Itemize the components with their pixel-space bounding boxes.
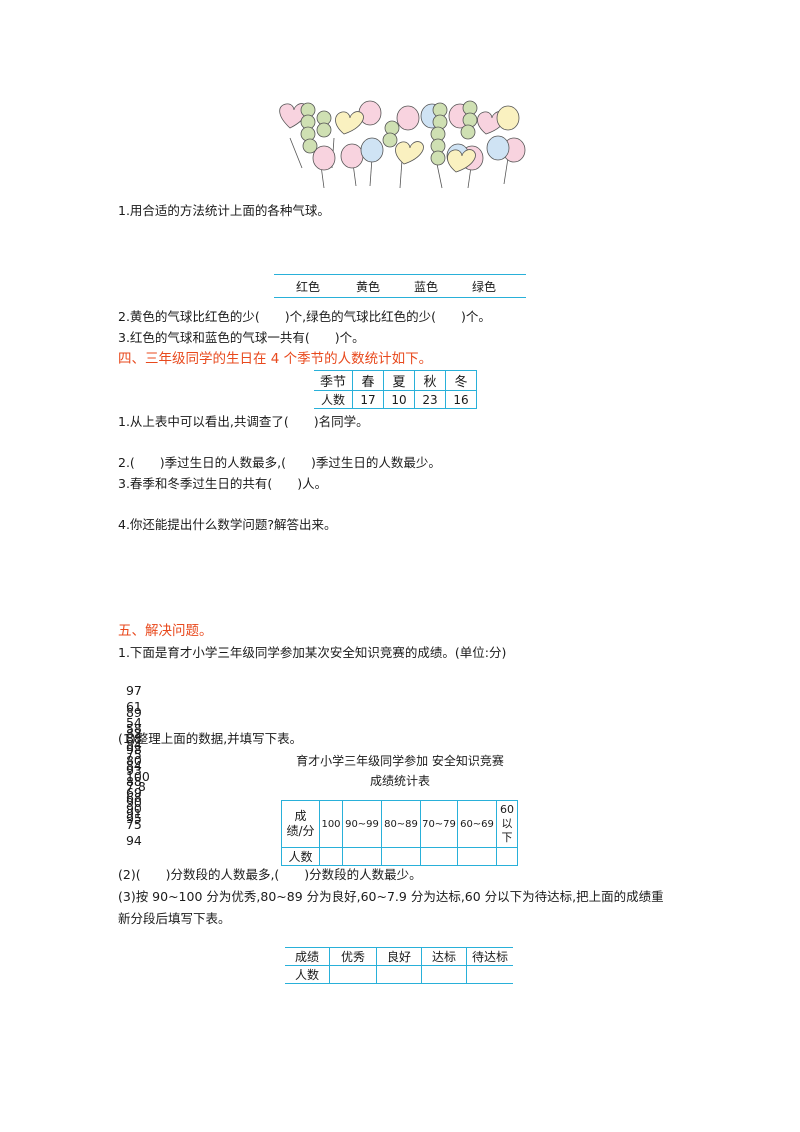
score-value: 93 xyxy=(125,763,142,778)
range-below-60-line-3: 下 xyxy=(501,831,513,844)
level-header-label: 成绩 xyxy=(285,947,330,966)
range-70-79: 70~79 xyxy=(420,800,458,848)
score-count-cell[interactable] xyxy=(342,847,382,866)
score-value: 90 xyxy=(125,795,142,810)
range-below-60-line-1: 60 xyxy=(500,803,514,816)
score-value: 68 xyxy=(125,790,142,805)
score-value: 94 xyxy=(125,833,142,848)
score-value: 89 xyxy=(125,705,142,720)
score-table-title: 育才小学三年级同学参加 安全知识竞赛 xyxy=(296,754,504,768)
season-winter: 冬 xyxy=(445,370,477,391)
season-summer: 夏 xyxy=(383,370,415,391)
score-count-cell[interactable] xyxy=(381,847,421,866)
score-value: 98 xyxy=(125,742,142,757)
score-header-label-line-1: 成 xyxy=(294,809,307,823)
level-count-cell[interactable] xyxy=(421,965,467,984)
score-value: 100 xyxy=(125,769,150,784)
color-label-red: 红色 xyxy=(296,280,321,294)
score-table-subtitle: 成绩统计表 xyxy=(369,774,430,788)
balloons-illustration xyxy=(279,100,526,189)
range-90-99: 90~99 xyxy=(342,800,382,848)
level-pass: 达标 xyxy=(421,947,467,966)
score-value: 75 xyxy=(125,747,142,762)
range-80-89: 80~89 xyxy=(381,800,421,848)
section-5-sub-3-line-1: (3)按 90~100 分为优秀,80~89 分为良好,60~7.9 分为达标,… xyxy=(118,889,664,904)
color-table-bottom-line xyxy=(274,297,526,298)
score-value: 54 xyxy=(125,715,142,730)
scores-row-2: 89 58 84 80 100 69 90 75 94 xyxy=(118,689,160,849)
score-value: 84 xyxy=(125,737,142,752)
section-4-question-2: 2.( )季过生日的人数最多,( )季过生日的人数最少。 xyxy=(118,455,441,470)
color-label-green: 绿色 xyxy=(472,280,497,294)
section-4-title: 四、三年级同学的生日在 4 个季节的人数统计如下。 xyxy=(118,351,433,367)
score-range-table: 成 绩/分 100 90~99 80~89 70~79 60~69 60 以 下… xyxy=(281,800,518,866)
score-value: 75 xyxy=(125,817,142,832)
count-autumn: 23 xyxy=(414,390,446,409)
score-value: 91 xyxy=(125,806,142,821)
score-count-cell[interactable] xyxy=(496,847,518,866)
score-value: 58 xyxy=(125,721,142,736)
score-count-cell[interactable] xyxy=(420,847,458,866)
score-header-label-line-2: 绩/分 xyxy=(286,824,315,838)
level-count-label: 人数 xyxy=(285,965,330,984)
level-good: 良好 xyxy=(376,947,422,966)
level-count-cell[interactable] xyxy=(329,965,377,984)
section-5-sub-3-line-2: 新分段后填写下表。 xyxy=(118,911,231,926)
section-5-sub-2: (2)( )分数段的人数最多,( )分数段的人数最少。 xyxy=(118,867,422,882)
season-header-label: 季节 xyxy=(314,370,353,391)
balloon-question-2: 2.黄色的气球比红色的少( )个,绿色的气球比红色的少( )个。 xyxy=(118,309,491,324)
level-needs-improvement: 待达标 xyxy=(466,947,513,966)
count-spring: 17 xyxy=(352,390,384,409)
range-60-69: 60~69 xyxy=(457,800,497,848)
section-4-question-4: 4.你还能提出什么数学问题?解答出来。 xyxy=(118,517,337,532)
balloon-question-3: 3.红色的气球和蓝色的气球一共有( )个。 xyxy=(118,330,365,345)
score-value: 88 xyxy=(125,731,142,746)
section-4-question-3: 3.春季和冬季过生日的共有( )人。 xyxy=(118,476,328,491)
balloon-question-1: 1.用合适的方法统计上面的各种气球。 xyxy=(118,203,330,218)
season-spring: 春 xyxy=(352,370,384,391)
color-label-blue: 蓝色 xyxy=(414,280,439,294)
score-value: 69 xyxy=(125,785,142,800)
level-count-cell[interactable] xyxy=(376,965,422,984)
season-autumn: 秋 xyxy=(414,370,446,391)
score-value: 97 xyxy=(125,683,142,698)
color-axis-line xyxy=(274,274,526,275)
section-4-question-1: 1.从上表中可以看出,共调查了( )名同学。 xyxy=(118,414,369,429)
score-value: 95 xyxy=(125,811,142,826)
score-count-label: 人数 xyxy=(281,847,320,866)
score-value: 7.8 xyxy=(125,779,146,794)
range-100: 100 xyxy=(319,800,343,848)
score-value: 90 xyxy=(125,801,142,816)
color-label-yellow: 黄色 xyxy=(356,280,381,294)
range-below-60-line-2: 以 xyxy=(501,817,513,830)
scores-row-1: 97 61 54 88 75 93 7.8 90 95 xyxy=(118,667,155,827)
scores-row-3: 82 98 84 88 68 91 xyxy=(118,710,155,822)
score-count-cell[interactable] xyxy=(319,847,343,866)
score-value: 61 xyxy=(125,699,142,714)
section-5-question-1: 1.下面是育才小学三年级同学参加某次安全知识竞赛的成绩。(单位:分) xyxy=(118,645,507,660)
level-excellent: 优秀 xyxy=(329,947,377,966)
level-table: 成绩 优秀 良好 达标 待达标 人数 xyxy=(285,947,513,984)
count-row-label: 人数 xyxy=(314,390,353,409)
score-value: 80 xyxy=(125,753,142,768)
section-5-title: 五、解决问题。 xyxy=(118,623,213,639)
range-below-60: 60 以 下 xyxy=(496,800,518,848)
count-winter: 16 xyxy=(445,390,477,409)
score-count-cell[interactable] xyxy=(457,847,497,866)
score-value: 88 xyxy=(125,774,142,789)
score-value: 84 xyxy=(125,758,142,773)
section-5-sub-1: (1)整理上面的数据,并填写下表。 xyxy=(118,731,303,746)
season-birthday-table: 季节 春 夏 秋 冬 人数 17 10 23 16 xyxy=(314,370,477,409)
score-value: 82 xyxy=(125,726,142,741)
count-summer: 10 xyxy=(383,390,415,409)
score-header-label: 成 绩/分 xyxy=(281,800,320,848)
level-count-cell[interactable] xyxy=(466,965,513,984)
